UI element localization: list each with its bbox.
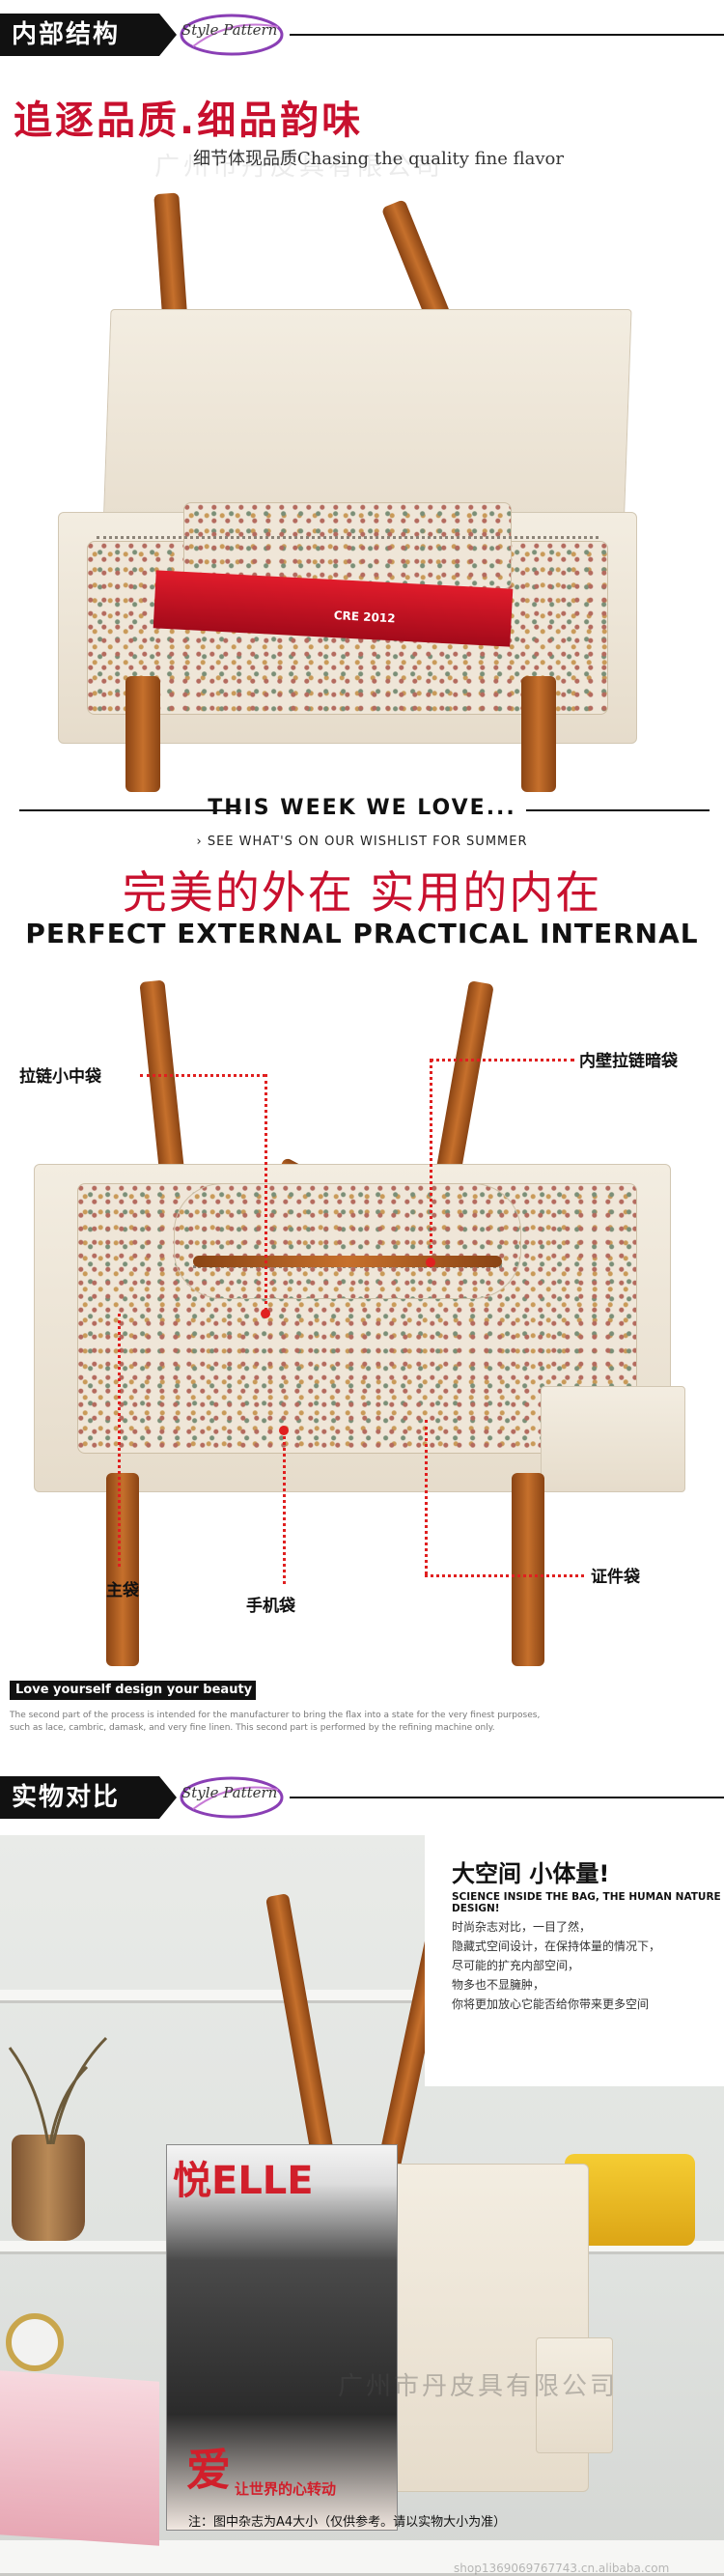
- label-phone: 手机袋: [246, 1597, 295, 1616]
- vase: [12, 2135, 85, 2241]
- header-rule: [290, 1797, 724, 1798]
- leader-phone-v: [283, 1430, 286, 1584]
- magazine-title: 悦ELLE: [173, 2159, 314, 2203]
- label-main: 主袋: [106, 1581, 139, 1600]
- brand-logo-text: Style Pattern: [181, 21, 278, 39]
- leader-zip-dot: [261, 1309, 270, 1318]
- leader-inner-v: [430, 1059, 432, 1261]
- panel-title: 大空间 小体量!: [452, 1860, 610, 1887]
- inner-pocket: [183, 502, 512, 589]
- divider-heading: THIS WEEK WE LOVE...: [208, 796, 516, 820]
- love-text: The second part of the process is intend…: [10, 1711, 541, 1733]
- section-tag: 实物对比: [0, 1776, 177, 1819]
- label-zip-pocket: 拉链小中袋: [19, 1067, 101, 1087]
- panel-line-3: 尽可能的扩充内部空间，: [452, 1959, 580, 1972]
- panel-subtitle: SCIENCE INSIDE THE BAG, THE HUMAN NATURE…: [452, 1891, 721, 1914]
- bag-annotated: [29, 979, 695, 1666]
- plant-icon: [8, 2036, 108, 2144]
- strap-base-right: [512, 1473, 544, 1666]
- info-panel: 大空间 小体量! SCIENCE INSIDE THE BAG, THE HUM…: [425, 1835, 724, 2086]
- leader-phone-dot: [279, 1426, 289, 1435]
- watermark-url: shop1369069767743.cn.alibaba.com: [454, 2562, 670, 2575]
- brand-logo-icon: [180, 1776, 284, 1819]
- divider-line-right: [526, 809, 710, 811]
- magazine-cn2: 让世界的心转动: [235, 2480, 337, 2498]
- divider-subline: › SEE WHAT'S ON OUR WISHLIST FOR SUMMER: [196, 835, 528, 849]
- divider-line-left: [19, 809, 241, 811]
- strap-base-left: [125, 676, 160, 792]
- magazine-cn: 爱: [186, 2444, 231, 2496]
- zipper: [97, 536, 599, 539]
- section-tag: 内部结构: [0, 14, 177, 56]
- header-rule: [290, 34, 724, 36]
- id-pouch: [541, 1386, 685, 1492]
- label-id: 证件袋: [591, 1568, 640, 1587]
- strap-base-left: [106, 1473, 139, 1666]
- panel-line-5: 你将更加放心它能否给你带来更多空间: [452, 1997, 650, 2011]
- panel-line-2: 隐藏式空间设计，在保持体量的情况下，: [452, 1939, 661, 1953]
- comparison-photo: 悦ELLE 爱 让世界的心转动 大空间 小体量! SCIENCE INSIDE …: [0, 1835, 724, 2576]
- strap-base-right: [521, 676, 556, 792]
- magazine-text: CRE 2012: [333, 609, 396, 626]
- leader-main-v: [118, 1314, 121, 1567]
- pocket-trim: [193, 1256, 502, 1267]
- leader-id-h: [425, 1574, 584, 1577]
- bag-top-view: CRE 2012: [39, 192, 656, 792]
- photo-pouch: [536, 2337, 613, 2453]
- watermark: 广州市丹皮具有限公司: [154, 153, 445, 182]
- perfect-en: PERFECT EXTERNAL PRACTICAL INTERNAL: [25, 918, 699, 949]
- headline-cn: 追逐品质.细品韵味: [14, 99, 364, 143]
- watermark-company: 广州市丹皮具有限公司: [338, 2372, 619, 2401]
- label-inner-zip: 内壁拉链暗袋: [579, 1052, 678, 1071]
- panel-line-1: 时尚杂志对比，一目了然，: [452, 1920, 592, 1934]
- love-bar: Love yourself design your beauty: [10, 1681, 256, 1700]
- magazine: 悦ELLE 爱 让世界的心转动: [166, 2144, 398, 2531]
- section-header-compare: 实物对比 Style Pattern: [0, 1763, 724, 1830]
- leader-inner-h: [430, 1059, 574, 1062]
- leader-inner-dot: [426, 1258, 435, 1267]
- leader-zip-h: [140, 1074, 265, 1077]
- zip-pocket: [174, 1183, 521, 1299]
- photo-strap-left: [265, 1893, 337, 2173]
- brand-logo-icon: [180, 14, 284, 56]
- brand-logo-text: Style Pattern: [181, 1784, 278, 1801]
- size-note: 注：图中杂志为A4大小（仅供参考。请以实物大小为准）: [188, 2515, 507, 2530]
- headline-sub: 细节体现品质Chasing the quality fine flavor: [193, 149, 564, 169]
- leader-id-v: [425, 1420, 428, 1574]
- clock-icon: [6, 2313, 64, 2371]
- section-header-structure: 内部结构 Style Pattern: [0, 0, 724, 68]
- books: [0, 2370, 159, 2546]
- leader-zip-v: [265, 1074, 267, 1311]
- panel-line-4: 物多也不显臃肿，: [452, 1978, 545, 1992]
- shelf-bottom: [0, 2540, 724, 2576]
- perfect-cn: 完美的外在 实用的内在: [122, 866, 602, 919]
